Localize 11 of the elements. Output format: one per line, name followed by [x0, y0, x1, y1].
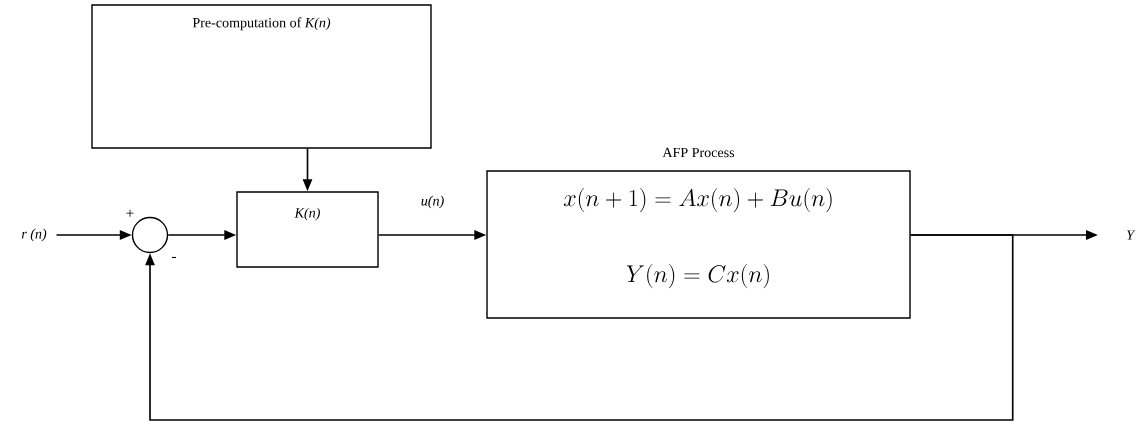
gain-box: K(n) — [236, 191, 379, 268]
arrow — [145, 234, 1014, 421]
summing-junction — [131, 216, 169, 254]
edge-label: u(n) — [419, 194, 446, 210]
sign-label: + — [126, 209, 134, 217]
process-box: Pre-computation of K(n) — [91, 4, 432, 149]
process-box: AFP Process $x(n + 1) = Ax(n) + Bu(n)$ $Y(n) = Cx(n)$ — [486, 147, 911, 319]
output-label: Y — [1127, 230, 1136, 240]
sign-label: - — [172, 256, 176, 259]
input-label: r (n) — [21, 228, 47, 242]
node-label: AFP Process — [662, 147, 735, 158]
